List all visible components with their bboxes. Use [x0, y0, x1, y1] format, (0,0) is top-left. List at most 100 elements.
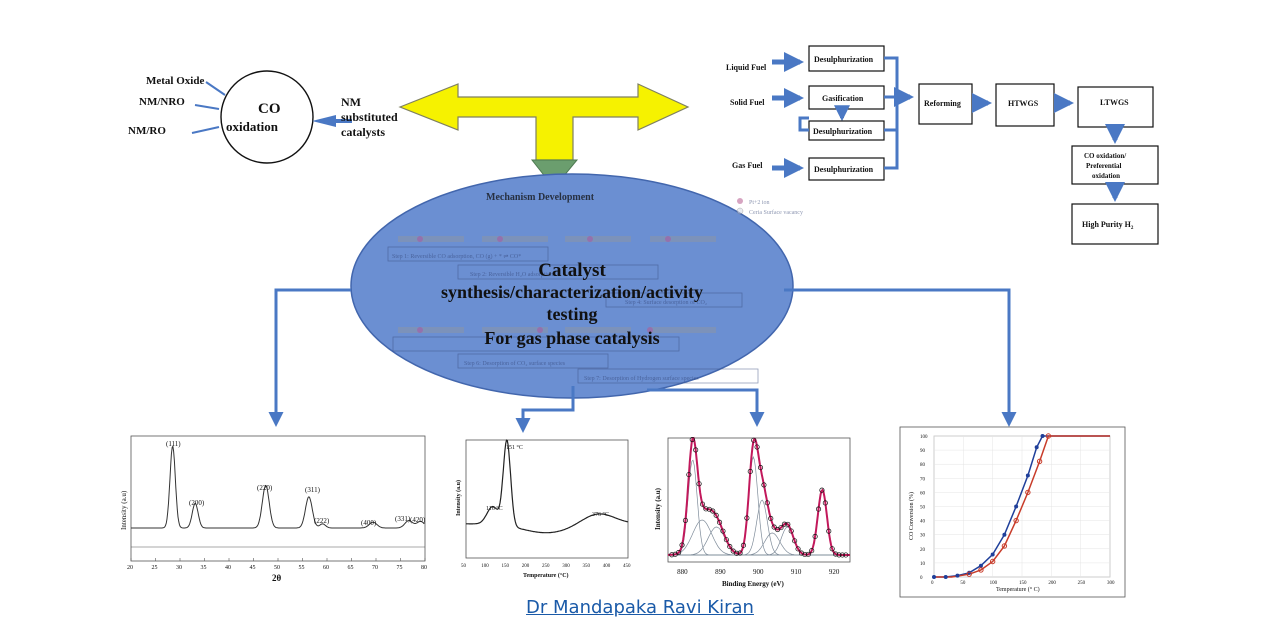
connector-activity [784, 288, 1017, 427]
tpr-tick-label: 100 [481, 564, 489, 569]
tpr-annotation-376: 376 °C [592, 511, 609, 518]
co-oxidation-cluster: CO oxidation Metal Oxide NM/NRO NM/RO NM… [128, 70, 398, 164]
co-ox-pref-line-3: oxidation [1092, 172, 1120, 180]
xps-data-point [805, 551, 811, 557]
xps-data-point [778, 525, 784, 531]
fuel-solid: Solid Fuel [730, 98, 765, 107]
xps-envelope-line [668, 436, 850, 556]
tpr-annotation-116: 116 °C [486, 505, 503, 512]
xrd-tick-label: 30 [176, 565, 182, 571]
co-ox-pref-box [1071, 145, 1159, 185]
xrd-tick-label: 25 [152, 565, 158, 571]
activity-xtick-label: 200 [1048, 581, 1056, 586]
author-credit: Dr Mandapaka Ravi Kiran [0, 597, 1280, 618]
xps-data-point [717, 519, 723, 525]
author-credit-link[interactable]: Dr Mandapaka Ravi Kiran [526, 597, 754, 618]
activity-ytick-label: 90 [920, 449, 926, 454]
xps-data-point [795, 546, 801, 552]
co-oxidation-line-2: oxidation [226, 119, 279, 134]
activity-point-red [989, 558, 996, 565]
xps-data-point [761, 482, 767, 488]
xps-data-point [836, 552, 842, 558]
xps-data-point [734, 550, 740, 556]
tpr-tick-label: 350 [583, 564, 591, 569]
desulph-solid-left-line [798, 116, 809, 132]
ltwgs-label: LTWGS [1100, 98, 1129, 107]
xrd-tick-label: 70 [372, 565, 378, 571]
fuel-processing-flowchart: Liquid Fuel Solid Fuel Gas Fuel Desulphu… [726, 45, 1159, 245]
tpr-tick-label: 300 [562, 564, 570, 569]
xrd-ylabel: Intensity (a.u) [120, 490, 128, 530]
mech-step-1: Step 1: Reversible CO adsorption, CO (g)… [392, 253, 521, 260]
activity-ytick-label: 80 [920, 463, 926, 468]
activity-xlabel: Temperature (° C) [996, 586, 1040, 593]
xrd-peak-label: (331) [395, 515, 411, 523]
xrd-tick-label: 35 [201, 565, 207, 571]
activity-ytick-label: 0 [920, 576, 923, 581]
xps-tick-label: 880 [677, 568, 688, 576]
xps-data-point [727, 544, 733, 550]
xps-data-point [781, 521, 787, 527]
xps-data-point [699, 501, 706, 507]
activity-point-blue [1014, 504, 1019, 509]
xps-data-point [839, 552, 845, 558]
xrd-xlabel: 2θ [272, 573, 282, 583]
xps-data-points [669, 436, 849, 558]
mech-step-7: Step 7: Desorption of Hydrogen surface s… [584, 375, 699, 382]
xps-data-point [747, 468, 753, 475]
high-purity-label: High Purity H2 [1082, 220, 1134, 231]
tpr-panel: Intensity (a.u) Temperature (°C) 151 °C … [455, 439, 631, 579]
xps-data-point [720, 528, 726, 534]
xrd-tick-label: 50 [274, 565, 280, 571]
xrd-peak-label: (200) [189, 499, 205, 507]
xps-data-point [785, 521, 791, 527]
mech-step-2: Step 2: Reversible H₂O adsorption [470, 272, 553, 278]
xps-tick-label: 900 [753, 568, 764, 576]
activity-ytick-label: 70 [920, 477, 926, 482]
xrd-peak-label: (220) [257, 484, 273, 492]
xps-tick-label: 890 [715, 568, 726, 576]
xps-data-point [833, 551, 839, 557]
xrd-panel: Intensity (a.u) 2θ (111)(200)(220)(311)(… [120, 435, 427, 583]
activity-ytick-label: 30 [920, 534, 926, 539]
xps-data-point [792, 538, 798, 544]
xps-data-point [744, 515, 750, 521]
xps-data-point [737, 550, 743, 556]
center-title-line-1: Catalyst [538, 260, 606, 281]
xps-data-point [751, 437, 757, 443]
xrd-tick-label: 40 [225, 565, 231, 571]
nm-catalyst-line-3: catalysts [341, 125, 385, 139]
panel-connectors [268, 288, 1017, 433]
activity-point-blue [1034, 445, 1039, 450]
desulph-label-gas: Desulphurization [814, 165, 874, 174]
activity-point-blue [1025, 473, 1030, 478]
activity-point-blue [955, 573, 960, 578]
xps-data-point [768, 515, 774, 522]
metal-oxide-connector [205, 81, 226, 96]
activity-ytick-label: 100 [920, 435, 928, 440]
center-title-line-2: synthesis/characterization/activity [441, 282, 703, 302]
tpr-tick-label: 400 [603, 564, 611, 569]
xrd-peak-label: (311) [305, 486, 321, 494]
xps-tick-label: 920 [829, 568, 840, 576]
tpr-tick-label: 450 [623, 564, 631, 569]
legend-pt-ion: Pt+2 ion [749, 200, 770, 206]
high-purity-box [1071, 203, 1159, 245]
activity-xtick-label: 100 [990, 581, 998, 586]
xps-data-point [771, 524, 777, 530]
reforming-label: Reforming [924, 99, 961, 108]
activity-point-red [1036, 458, 1043, 465]
xps-data-point [822, 500, 828, 506]
nm-nro-connector [194, 104, 220, 110]
activity-ytick-label: 40 [920, 520, 926, 525]
xps-data-point [730, 548, 736, 554]
activity-xtick-label: 250 [1078, 581, 1086, 586]
activity-xtick-label: 50 [960, 581, 966, 586]
htwgs-label: HTWGS [1008, 99, 1039, 108]
gasification-label: Gasification [822, 94, 864, 103]
xrd-peak-label: (222) [314, 517, 330, 525]
